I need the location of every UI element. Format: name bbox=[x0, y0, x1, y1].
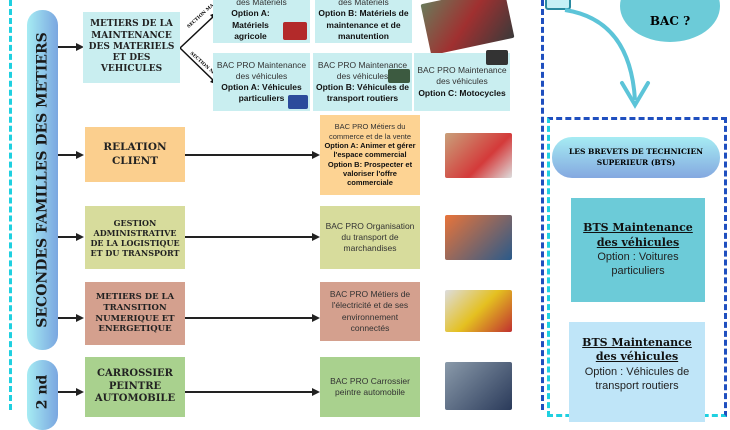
arrow-head bbox=[312, 233, 320, 241]
bac-option: Option B: Véhicules de transport routier… bbox=[315, 82, 410, 104]
arrow bbox=[58, 391, 78, 393]
arrow bbox=[185, 317, 313, 319]
bts-header: LES BREVETS DE TECHNICIEN SUPERIEUR (BTS… bbox=[552, 137, 720, 178]
electricity-image bbox=[445, 290, 512, 332]
second-pill-label: 2 nd bbox=[34, 374, 51, 410]
arrow-head bbox=[312, 388, 320, 396]
bac-title: BAC PRO Métiers du commerce et de la ven… bbox=[328, 122, 412, 141]
bac-logistique: BAC PRO Organisation du transport de mar… bbox=[320, 206, 420, 269]
family-relation-client: RELATION CLIENT bbox=[85, 127, 185, 182]
transport-image bbox=[445, 215, 512, 260]
arrow bbox=[185, 154, 313, 156]
arrow-head bbox=[76, 233, 84, 241]
bac-electricite: BAC PRO Métiers de l'électricité et de s… bbox=[320, 282, 420, 341]
body-painter-image bbox=[445, 362, 512, 410]
arrow-head bbox=[312, 151, 320, 159]
families-pill-label: SECONDES FAMILLES DES METIERS bbox=[34, 32, 51, 328]
bts-item-1: BTS Maintenance des véhicules Option : V… bbox=[571, 198, 705, 302]
car-image bbox=[288, 95, 308, 109]
arrow bbox=[185, 391, 313, 393]
arrow bbox=[58, 317, 78, 319]
bac-option: Option A: Véhicules particuliers bbox=[221, 82, 302, 104]
bac-title: BAC PRO Maintenance des véhicules bbox=[216, 59, 307, 81]
family-gestion: GESTION ADMINISTRATIVE DE LA LOGISTIQUE … bbox=[85, 206, 185, 269]
bts-title: BTS Maintenance des véhicules bbox=[583, 221, 693, 249]
bac-title: BAC PRO Maintenance des véhicules bbox=[417, 65, 507, 87]
curved-arrow-icon bbox=[564, 8, 650, 109]
arrow-head bbox=[76, 43, 84, 51]
bac-option: Option C: Motocycles bbox=[418, 87, 506, 98]
bac-commerce: BAC PRO Métiers du commerce et de la ven… bbox=[320, 115, 420, 195]
bts-option: Option : Véhicules de transport routiers bbox=[584, 365, 690, 392]
arrow-head bbox=[76, 314, 84, 322]
bts-item-2: BTS Maintenance des véhicules Option : V… bbox=[569, 322, 705, 422]
bac-option: Option B: Matériels de maintenance et de… bbox=[318, 8, 409, 41]
left-dashed-border bbox=[9, 0, 12, 410]
arrow-head bbox=[312, 314, 320, 322]
bubble-text: BAC ? bbox=[649, 14, 691, 28]
bac-title: des Matériels bbox=[236, 0, 287, 8]
family-maintenance: METIERS DE LA MAINTENANCE DES MATERIELS … bbox=[83, 12, 180, 83]
motorcycle-image bbox=[486, 50, 508, 65]
bac-title: BAC PRO Maintenance des véhicules bbox=[317, 59, 408, 81]
bts-option: Option : Voitures particuliers bbox=[597, 251, 679, 278]
arrow-head bbox=[76, 151, 84, 159]
right-dashed-border bbox=[541, 0, 544, 410]
tractor-image bbox=[283, 22, 307, 40]
bac-carrossier: BAC PRO Carrossier peintre automobile bbox=[320, 357, 420, 417]
bac-option: Option A: Matériels agricole bbox=[231, 8, 270, 41]
second-pill: 2 nd bbox=[27, 360, 58, 430]
car-icon bbox=[545, 0, 571, 10]
family-transition: METIERS DE LA TRANSITION NUMERIQUE ET EN… bbox=[85, 282, 185, 345]
family-carrossier: CARROSSIER PEINTRE AUTOMOBILE bbox=[85, 357, 185, 417]
bac-option-b: Option B: Prospecter et valoriser l'offr… bbox=[327, 159, 413, 188]
arrow bbox=[58, 236, 78, 238]
arrow bbox=[58, 154, 78, 156]
truck-image bbox=[388, 69, 410, 83]
shopping-image bbox=[445, 133, 512, 178]
bts-title: BTS Maintenance des véhicules bbox=[582, 336, 692, 364]
workshop-image bbox=[420, 0, 515, 56]
bac-option-a: Option A: Animer et gérer l'espace comme… bbox=[324, 140, 416, 160]
families-pill: SECONDES FAMILLES DES METIERS bbox=[27, 10, 58, 350]
arrow-head bbox=[76, 388, 84, 396]
arrow bbox=[58, 46, 78, 48]
arrow bbox=[185, 236, 313, 238]
bac-title: des Matériels bbox=[338, 0, 389, 8]
